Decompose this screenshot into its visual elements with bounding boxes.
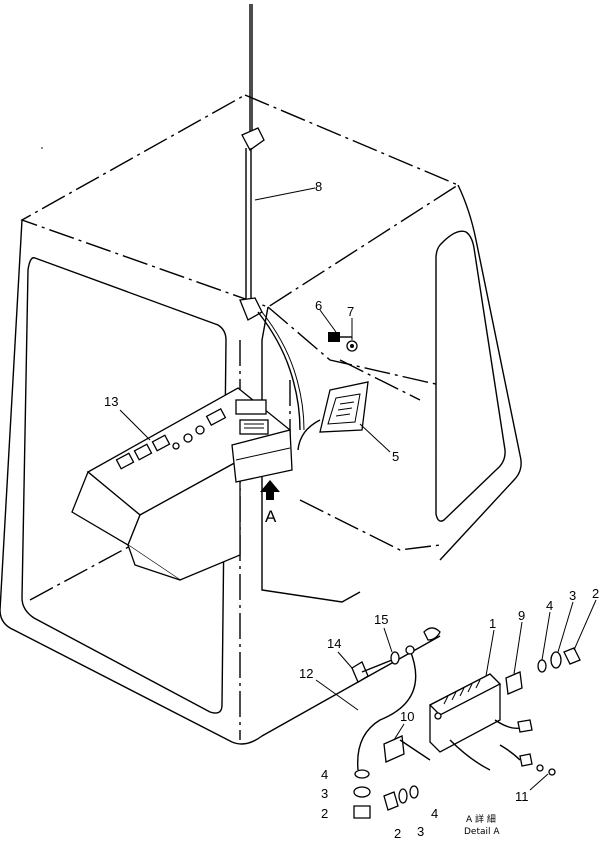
hidden-floor-right — [299, 499, 441, 551]
callout-2-right: 2 — [592, 586, 599, 601]
antenna — [239, 4, 305, 431]
callout-4-lower: 4 — [431, 806, 438, 821]
bolt-2-lower — [383, 791, 399, 811]
cab-bottom-front-edge — [231, 635, 441, 745]
washer-3-lower — [398, 788, 408, 804]
antenna-cable — [257, 311, 301, 431]
callout-12: 12 — [299, 666, 313, 681]
cab-right-edge — [439, 184, 522, 561]
antenna-mount-top — [241, 127, 265, 151]
unit-1-plug — [517, 719, 533, 733]
callout-4-bottom: 4 — [321, 767, 328, 782]
callout-2-bottom: 2 — [321, 806, 328, 821]
callout-4-right: 4 — [546, 598, 553, 613]
console-knob-2 — [195, 425, 205, 435]
callout-3-right: 3 — [569, 588, 576, 603]
callout-10: 10 — [400, 709, 414, 724]
bolt-2-bottom — [353, 805, 371, 819]
cab-right-window — [435, 230, 506, 522]
radio-unit — [235, 399, 267, 415]
view-arrow-a: A — [260, 480, 280, 526]
detail-caption-japanese: A 詳 細 — [466, 813, 496, 825]
washer-15 — [390, 651, 400, 665]
cable-lug — [405, 645, 415, 655]
hidden-rear-top — [339, 359, 421, 401]
hidden-roof-rear — [267, 306, 441, 386]
callout-numbers: 8 13 6 7 5 15 14 12 1 9 4 3 2 10 4 3 2 2… — [104, 179, 599, 841]
cab-left-window — [21, 257, 227, 714]
callout-15: 15 — [374, 612, 388, 627]
dashboard-console — [71, 387, 293, 581]
callout-9: 9 — [518, 608, 525, 623]
washer-4-right — [537, 659, 547, 673]
callout-3-lower: 3 — [417, 824, 424, 839]
callout-13: 13 — [104, 394, 118, 409]
bolt-14-shank — [361, 659, 393, 673]
washer-4-lower — [409, 785, 419, 799]
cab-front-post-top — [261, 306, 269, 341]
washer-4-bottom — [354, 769, 370, 779]
view-marker-label: A — [265, 507, 277, 526]
cab-left-edge — [0, 219, 233, 743]
detail-a-parts — [351, 627, 581, 819]
console-lower-body — [127, 458, 241, 581]
callout-2-lower: 2 — [394, 826, 401, 841]
bolt-14-head — [351, 661, 369, 683]
callout-14: 14 — [327, 636, 341, 651]
speaker-wire — [297, 419, 321, 451]
callout-1: 1 — [489, 616, 496, 631]
detail-caption: A 詳 細 Detail A — [464, 813, 500, 837]
gauge-2 — [133, 443, 153, 461]
bracket-10 — [383, 735, 405, 763]
speaker-assembly — [297, 332, 369, 451]
callout-6: 6 — [315, 298, 322, 313]
detail-caption-english: Detail A — [464, 827, 500, 837]
stray-dot — [41, 147, 43, 149]
console-panel — [205, 407, 227, 427]
cab-roof-outline — [20, 94, 460, 308]
console-knob-3 — [172, 442, 180, 450]
view-arrow-icon — [260, 480, 280, 500]
gauge-1 — [115, 452, 135, 470]
cable-clip — [423, 627, 441, 641]
bracket-9 — [505, 671, 523, 695]
leader-lines — [119, 187, 597, 791]
antenna-base — [239, 297, 263, 321]
unit-1-top — [428, 673, 502, 716]
connector-11 — [519, 753, 533, 767]
cab-frame — [0, 94, 522, 745]
screw-6 — [328, 332, 340, 342]
callout-5: 5 — [392, 449, 399, 464]
gauge-3 — [151, 434, 171, 452]
washer-3-bottom — [353, 786, 371, 798]
callout-8: 8 — [315, 179, 322, 194]
callout-11: 11 — [515, 789, 529, 804]
unit-1-cable — [449, 739, 491, 771]
radio-bracket — [231, 429, 293, 483]
ground-cable-12 — [356, 649, 417, 771]
radio-connector — [239, 419, 269, 435]
bolt-2-right — [563, 647, 581, 665]
callout-7: 7 — [347, 304, 354, 319]
console-knob-1 — [183, 433, 193, 443]
callout-3-bottom: 3 — [321, 786, 328, 801]
washer-3-right — [550, 651, 562, 669]
